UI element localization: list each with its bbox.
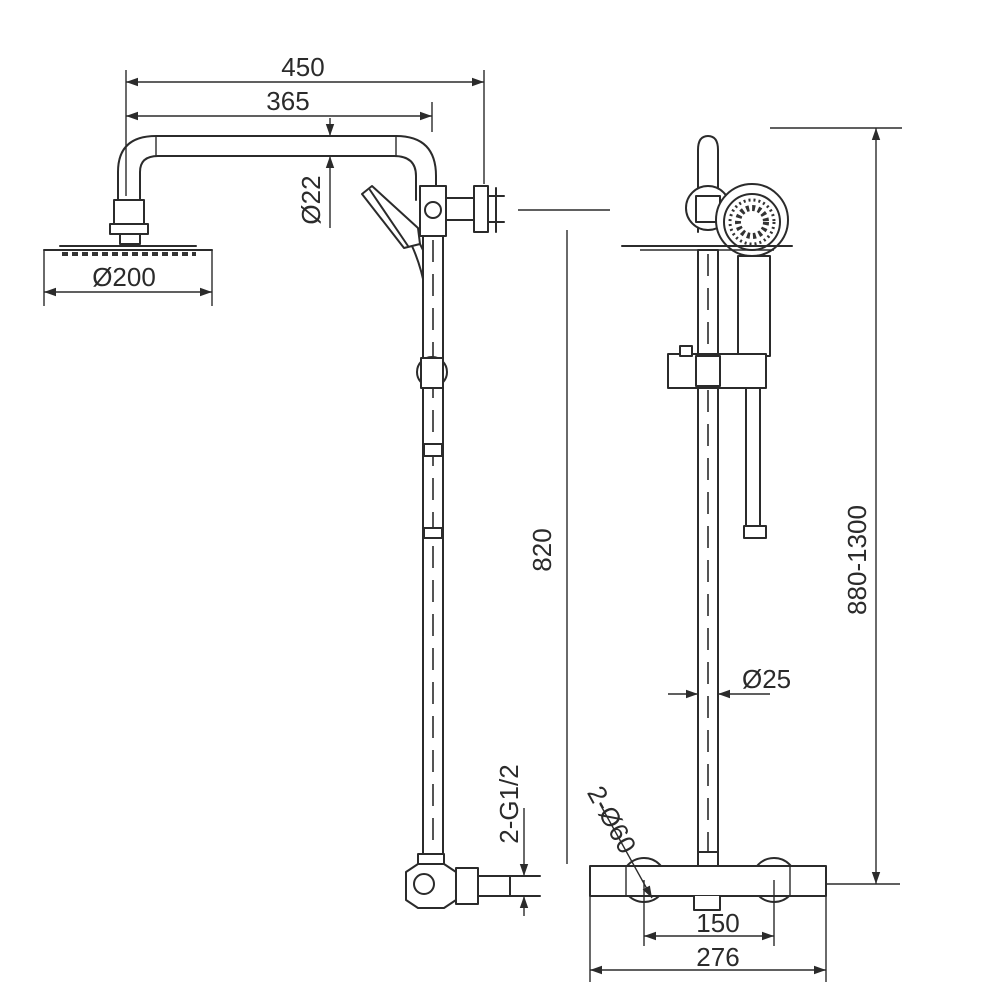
valve-side (405, 853, 541, 909)
dim-head-200: Ø200 (43, 250, 213, 306)
label-150: 150 (696, 908, 739, 938)
dim-total-height: 880-1300 (770, 127, 902, 885)
dim-820: 820 (518, 209, 610, 864)
label-thread: 2-G1/2 (494, 764, 524, 844)
label-200: Ø200 (92, 262, 156, 292)
dim-pipe-22: Ø22 (296, 118, 335, 228)
dim-width-276: 276 (589, 896, 827, 982)
top-connector (419, 185, 505, 237)
shower-arm (117, 135, 437, 201)
front-valve (589, 851, 827, 911)
label-22: Ø22 (296, 175, 326, 224)
label-450: 450 (281, 52, 324, 82)
dim-thread: 2-G1/2 (494, 764, 529, 916)
label-365: 365 (266, 86, 309, 116)
label-820: 820 (527, 528, 557, 571)
front-view: 880-1300 Ø25 2-Ø60 150 276 (581, 127, 902, 982)
dim-365: 365 (126, 86, 433, 132)
side-view: 450 365 Ø22 Ø200 820 (43, 52, 610, 916)
front-handle (737, 255, 771, 357)
label-25: Ø25 (742, 664, 791, 694)
dim-450: 450 (125, 52, 485, 196)
rain-head (43, 199, 213, 256)
front-column (697, 249, 719, 857)
dim-column-25: Ø25 (668, 664, 791, 699)
label-total-height: 880-1300 (842, 505, 872, 615)
label-276: 276 (696, 942, 739, 972)
front-holder (667, 345, 767, 539)
riser-tube (416, 235, 448, 855)
label-holes: 2-Ø60 (581, 781, 642, 859)
dim-spacing-150: 150 (643, 880, 775, 946)
